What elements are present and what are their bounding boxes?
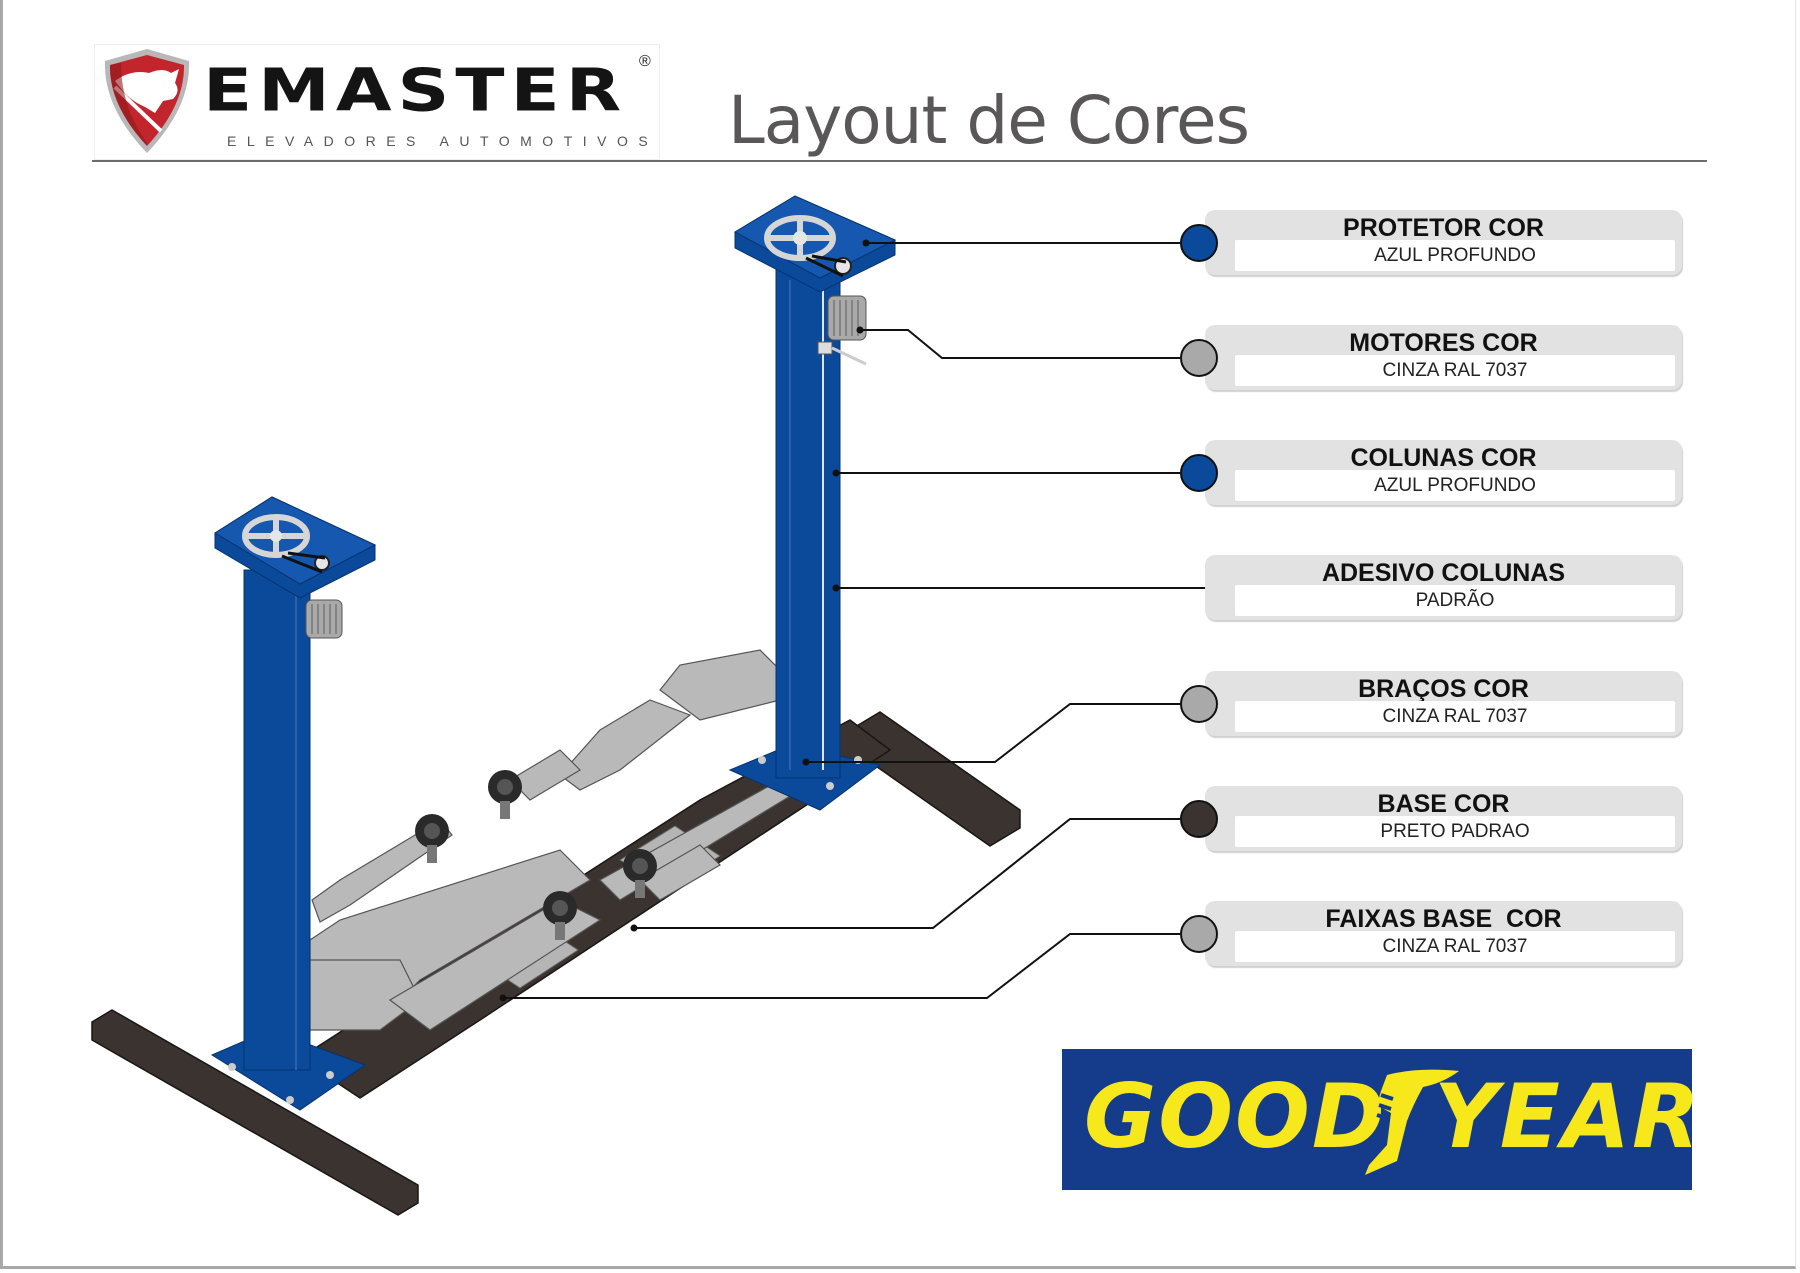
legend-color-value: AZUL PROFUNDO: [1235, 470, 1675, 501]
color-swatch-preto: [1180, 800, 1218, 838]
leader-dots: [499, 239, 870, 1002]
legend-part-label: MOTORES COR: [1349, 329, 1538, 357]
legend-part-label: BASE COR: [1377, 790, 1510, 818]
goodyear-text-left: GOOD: [1084, 1065, 1387, 1168]
legend-part-label: FAIXAS BASE COR: [1325, 905, 1562, 933]
legend-card-colunas: COLUNAS COR AZUL PROFUNDO: [1205, 440, 1682, 505]
winged-foot-icon: [1365, 1069, 1459, 1175]
legend-card-base: BASE COR PRETO PADRAO: [1205, 786, 1682, 851]
brand-logo: EMASTER ® ELEVADORES AUTOMOTIVOS: [94, 44, 660, 160]
left-column: [210, 496, 377, 1111]
legend-part-label: COLUNAS COR: [1350, 444, 1537, 472]
title-divider: [92, 160, 1707, 162]
goodyear-logo: GOOD YEAR: [1062, 1049, 1700, 1190]
color-swatch-cinza: [1180, 915, 1218, 953]
legend-color-value: PRETO PADRAO: [1235, 816, 1675, 847]
color-swatch-cinza: [1180, 339, 1218, 377]
color-swatch-azul-profundo: [1180, 454, 1218, 492]
legend-part-label: BRAÇOS COR: [1358, 675, 1529, 703]
legend-color-value: CINZA RAL 7037: [1235, 355, 1675, 386]
legend-color-value: CINZA RAL 7037: [1235, 701, 1675, 732]
legend-color-value: CINZA RAL 7037: [1235, 931, 1675, 962]
legend-card-bracos: BRAÇOS COR CINZA RAL 7037: [1205, 671, 1682, 736]
brand-name: EMASTER: [203, 55, 628, 125]
color-swatch-azul-profundo: [1180, 224, 1218, 262]
legend-part-label: PROTETOR COR: [1343, 214, 1544, 242]
lift-pads: [415, 770, 657, 940]
legend-color-value: PADRÃO: [1235, 585, 1675, 616]
legend-color-value: AZUL PROFUNDO: [1235, 240, 1675, 271]
goodyear-text-right: YEAR: [1434, 1065, 1702, 1168]
rhino-shield-icon: [104, 49, 190, 153]
brand-tagline: ELEVADORES AUTOMOTIVOS: [227, 133, 659, 149]
legend-card-adesivo: ADESIVO COLUNAS PADRÃO: [1205, 555, 1682, 620]
legend-card-faixas: FAIXAS BASE COR CINZA RAL 7037: [1205, 901, 1682, 966]
legend-part-label: ADESIVO COLUNAS: [1321, 559, 1566, 587]
color-swatch-cinza: [1180, 685, 1218, 723]
registered-mark: ®: [639, 53, 651, 70]
page-title: Layout de Cores: [728, 82, 1250, 159]
leader-lines: [503, 242, 1205, 999]
legend-card-protetor: PROTETOR COR AZUL PROFUNDO: [1205, 210, 1682, 275]
legend-card-motores: MOTORES COR CINZA RAL 7037: [1205, 325, 1682, 390]
